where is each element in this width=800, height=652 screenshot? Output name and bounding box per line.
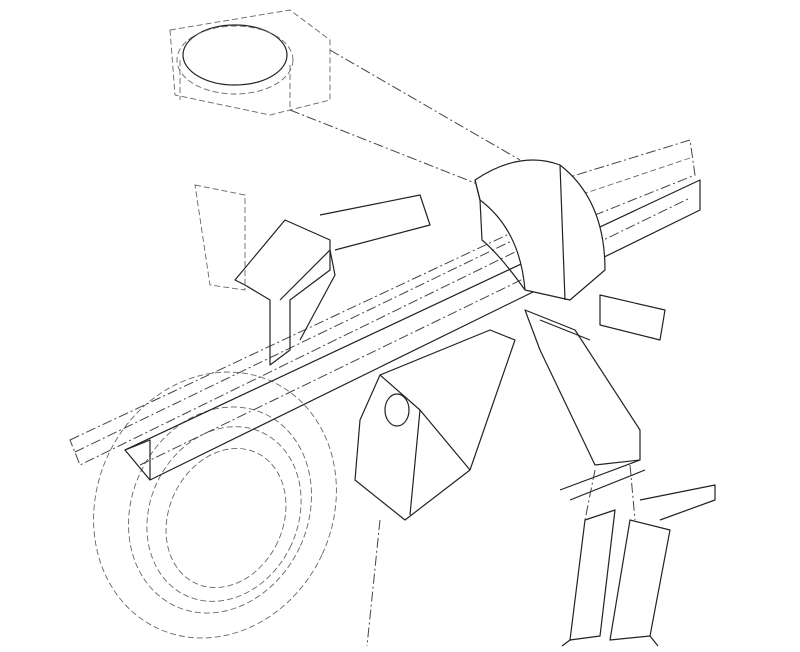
mud-flap-lower [561, 509, 671, 647]
ring-bracket [169, 9, 521, 186]
hanger-bracket [194, 184, 431, 366]
wheel-tire [93, 371, 337, 639]
support-bracket-right [559, 294, 716, 521]
assembly-guide-lines [366, 464, 636, 647]
fender-upper [474, 159, 606, 301]
mud-flap-chute [354, 329, 516, 521]
fender-lower [524, 309, 641, 466]
